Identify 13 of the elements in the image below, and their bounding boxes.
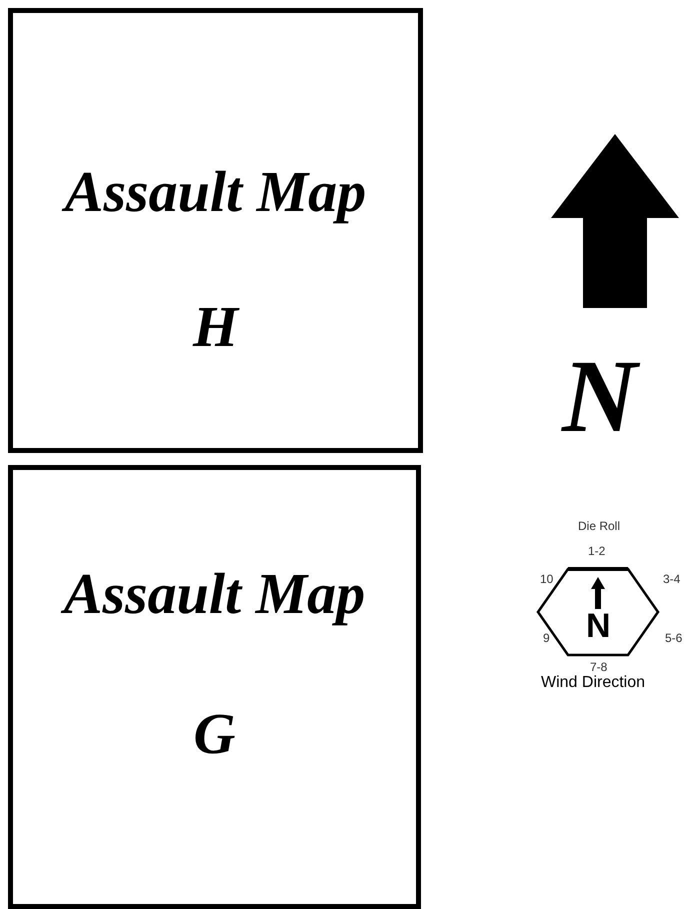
map-box: [8, 465, 421, 909]
die-roll-value: 9: [543, 632, 550, 644]
map-letter: H: [192, 294, 238, 359]
die-roll-value: 7-8: [590, 661, 608, 673]
die-roll-value: 3-4: [663, 573, 680, 585]
die-roll-value: 5-6: [665, 632, 682, 644]
north-letter: N: [586, 609, 611, 643]
die-roll-value: 1-2: [588, 545, 606, 557]
die-roll-heading: Die Roll: [578, 520, 620, 532]
die-roll-value: 10: [540, 573, 554, 585]
wind-direction-caption: Wind Direction: [541, 675, 646, 691]
map-letter: G: [194, 701, 236, 766]
map-box: [8, 8, 423, 453]
